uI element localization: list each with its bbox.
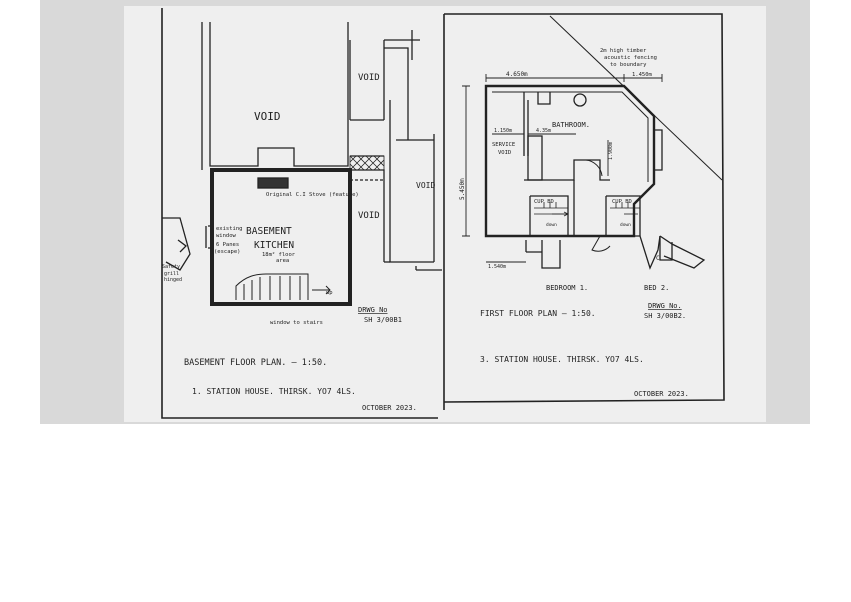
dim-top-right-label: 1.450m [632,72,653,78]
stove-symbol [257,177,289,189]
dim-inner-left-label: 1.150m [494,128,512,134]
dim-bottom-left-label: 1.540m [488,264,506,270]
room-name-basement: BASEMENT [246,226,292,237]
drwg-number-right: SH 3/00B2. [644,312,686,320]
scanned-drawing: VOID VOID VOID VOID Original C.I Stove (… [40,0,810,424]
kitchen-walls [210,168,352,306]
down-label-1: down [546,222,557,228]
grill-note-2: grill [164,271,179,277]
cup-bd-1: CUP BD [534,199,554,205]
void-top-right-label: VOID [358,73,380,83]
first-floor-walls [484,84,656,238]
basement-plan [162,22,442,306]
dimension-lines [462,74,663,263]
letter-c-label: C [656,255,660,262]
void-main-label: VOID [254,110,281,123]
window-note-4: (escape) [214,249,241,255]
grill-note-1: Safety [162,264,180,270]
paper [124,6,766,422]
window-note-1: existing [216,226,243,232]
fence-note-3: to boundary [610,62,647,68]
first-floor-plan-title: FIRST FLOOR PLAN — 1:50. [480,309,596,318]
fence-note-2: acoustic fencing [604,55,657,61]
dim-inner-mid-label: 4.35m [536,128,551,134]
down-label-2: down [620,222,631,228]
first-floor-address: 3. STATION HOUSE. THIRSK. YO7 4LS. [480,355,644,364]
service-void-label-2: VOID [498,150,511,156]
area-note-1: 18m² floor [262,251,296,258]
basement-stairs [235,273,331,300]
room-name-kitchen: KITCHEN [254,240,294,251]
bed-2-label: BED 2. [644,284,669,292]
bedroom-1-label: BEDROOM 1. [546,284,588,292]
service-void-label-1: SERVICE [492,142,515,148]
right-sheet-border [443,13,725,403]
basement-address: 1. STATION HOUSE. THIRSK. YO7 4LS. [192,387,356,396]
drwg-label-left: DRWG No [358,306,388,314]
window-to-stairs-note: window to stairs [270,320,323,326]
floor-plan-sheet: VOID VOID VOID VOID Original C.I Stove (… [124,6,766,422]
bathroom-label: BATHROOM. [552,121,590,129]
cup-bd-2: CUP BD [612,199,632,205]
first-floor-plan [462,15,723,270]
left-sheet-border [161,8,438,419]
stove-note: Original C.I Stove (feature) [266,192,359,198]
basin-symbol [573,93,587,107]
basement-plan-title: BASEMENT FLOOR PLAN. — 1:50. [184,358,327,368]
drwg-number-left: SH 3/00B1 [364,316,402,324]
dim-vertical-label: 5.450m [459,178,466,200]
lattice [349,155,385,171]
up-note: up [326,290,333,296]
void-far-right-label: VOID [416,181,435,190]
safety-grill [162,217,191,271]
basement-date: OCTOBER 2023. [362,404,417,412]
dim-top-label: 4.650m [506,71,528,78]
void-mid-right-label: VOID [358,211,380,221]
drwg-label-right: DRWG No. [648,302,682,310]
grill-note-3: hinged [164,277,182,283]
area-note-2: area [276,258,289,264]
fence-note-1: 2m high timber [600,48,647,54]
window-note-3: 6 Panes [216,242,239,248]
dim-small-vertical-label: 1.900m [608,142,614,160]
first-floor-date: OCTOBER 2023. [634,390,689,398]
window-note-2: window [216,233,237,239]
